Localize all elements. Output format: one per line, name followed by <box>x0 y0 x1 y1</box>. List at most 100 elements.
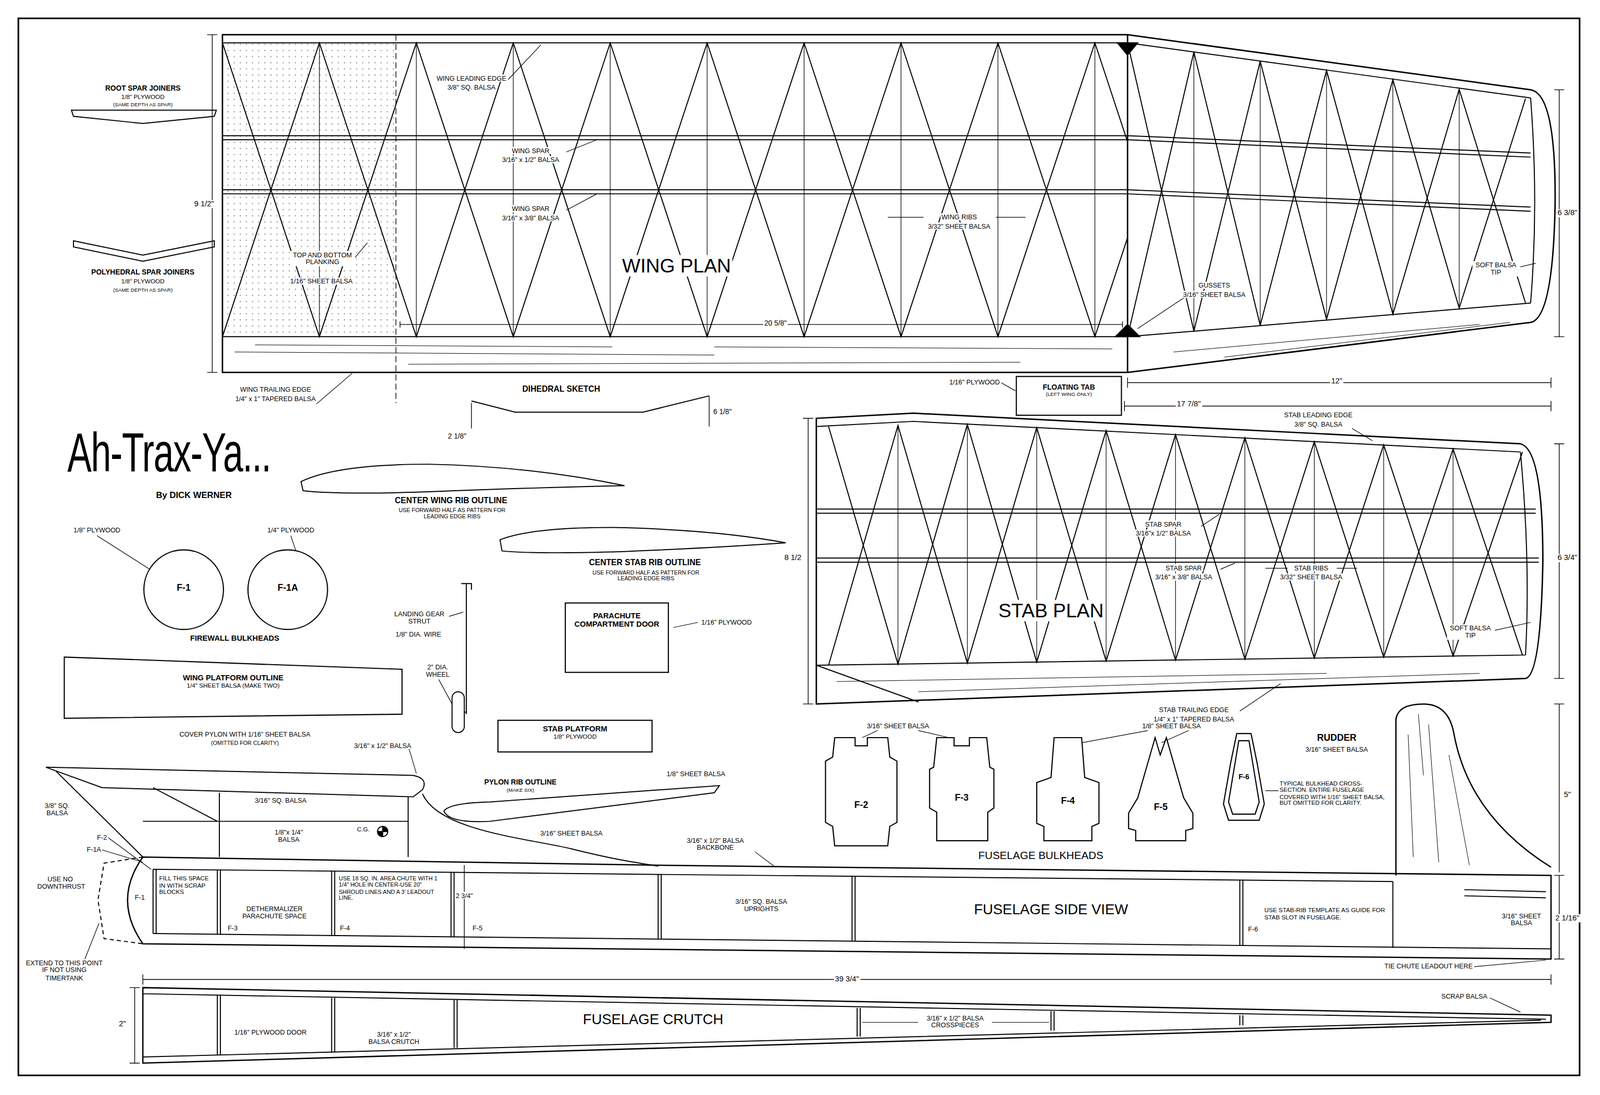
drawing-label: FUSELAGE BULKHEADS <box>977 849 1105 862</box>
drawing-label: F-5 <box>471 924 484 932</box>
stab-plan <box>816 413 1543 704</box>
plan-title: Ah-Trax-Ya... <box>67 424 271 480</box>
drawing-label: 1/16" PLYWOOD DOOR <box>233 1028 308 1036</box>
part-outline <box>928 736 995 842</box>
drawing-label: DETHERMALIZER PARACHUTE SPACE <box>234 904 314 920</box>
drawing-label: 3/16" x 1/2" BALSA <box>353 741 413 750</box>
drawing-label: F-1 <box>133 894 146 902</box>
dimension-line <box>400 321 1123 328</box>
dihedral-sketch <box>471 395 710 413</box>
drawing-label: 9 1/2" <box>193 200 216 209</box>
drawing-label: STAB LEADING EDGE <box>1283 411 1354 419</box>
bulkhead-part: F-5 <box>1127 736 1194 842</box>
rib-outline <box>500 527 786 554</box>
part-note: 1/8" PLYWOOD <box>500 734 651 741</box>
wing-plan <box>222 34 1556 404</box>
drawing-label: PYLON RIB OUTLINE <box>483 778 558 787</box>
rib-outline <box>443 785 720 822</box>
wing-plan <box>222 42 1128 337</box>
drawing-label: STAB RIBS <box>1293 564 1330 572</box>
drawing-label: 3/16" SHEET BALSA <box>1499 912 1543 927</box>
firewall-part: F-1 <box>142 549 225 631</box>
drawing-label: WING PLAN <box>621 255 733 278</box>
rib-outline <box>301 464 786 822</box>
drawing-label: WING LEADING EDGE <box>435 74 508 82</box>
drawing-label: 2" DIA. WHEEL <box>420 663 456 678</box>
fuselage-side-view <box>45 767 425 798</box>
part-name: F-5 <box>1130 801 1192 813</box>
drawing-label: USE 18 SQ. IN. AREA CHUTE WITH 1 1/4" HO… <box>337 875 446 901</box>
wing-plan <box>222 42 1128 337</box>
bulkhead-part: F-3 <box>928 736 995 842</box>
drawing-label: 1/8" PLYWOOD <box>120 278 166 286</box>
part-outline <box>1128 737 1193 841</box>
drawing-label: 3/16" SQ. BALSA UPRIGHTS <box>724 898 799 913</box>
drawing-label: 3/8" SQ. BALSA <box>446 83 497 92</box>
part-outline <box>64 656 402 719</box>
drawing-label: USE NO DOWNTHRUST <box>36 875 85 890</box>
dimension-line <box>1554 703 1565 873</box>
drawing-label: 17 7/8" <box>1175 400 1202 409</box>
drawing-label: EXTEND TO THIS POINT IF NOT USING TIMERT… <box>22 959 107 982</box>
drawing-label: 3/16" SHEET BALSA <box>865 722 931 730</box>
drawing-label: 1/8" DIA. WIRE <box>394 630 442 638</box>
wing-plan <box>1127 42 1526 331</box>
fuselage-side-view <box>153 869 1552 950</box>
drawing-label: 39 3/4" <box>834 975 861 984</box>
part-text-group: FLOATING TAB(LEFT WING ONLY) <box>1015 383 1123 398</box>
wing-plan <box>234 344 1112 365</box>
part-outline <box>1035 736 1100 842</box>
drawing-label: 1/4" x 1" TAPERED BALSA <box>234 394 317 403</box>
part-outline <box>565 603 669 673</box>
part-outline <box>498 720 653 753</box>
drawing-label: FILL THIS SPACE IN WITH SCRAP BLOCKS <box>158 875 214 896</box>
drawing-label: 1/4" PLYWOOD <box>266 526 316 535</box>
drawing-label: POLYHEDRAL SPAR JOINERS <box>90 268 196 277</box>
drawing-label: STAB PLAN <box>997 600 1105 623</box>
part-note: 1/4" SHEET BALSA (MAKE TWO) <box>66 683 400 690</box>
fuselage-side-view <box>377 826 389 837</box>
drawing-label: TYPICAL BULKHEAD CROSS-SECTION. ENTIRE F… <box>1278 780 1388 808</box>
fuselage-side-view <box>45 703 1552 960</box>
dimension-line <box>1127 377 1552 389</box>
part-text-group: F-1 <box>142 582 225 593</box>
fuselage-crutch <box>142 994 1546 1058</box>
drawing-label: 6 3/4" <box>1556 553 1579 563</box>
drawing-label: 3/16" SHEET BALSA <box>1304 746 1370 754</box>
drawing-label: F-3 <box>226 924 239 932</box>
drawing-label: 2 3/4" <box>454 891 475 900</box>
drawing-label: 3/16" SQ. BALSA <box>253 797 308 805</box>
drawing-label: 2 1/16" <box>1554 914 1581 923</box>
drawing-label: F-6 <box>1247 925 1260 933</box>
drawing-label: (MAKE SIX) <box>505 787 536 794</box>
part-text-group: F-2 <box>824 800 899 811</box>
bulkhead-part: F-2 <box>824 736 899 848</box>
drawing-label: F-4 <box>338 924 351 932</box>
part-name: F-3 <box>931 792 992 804</box>
drawing-label: CENTER STAB RIB OUTLINE <box>587 559 702 569</box>
firewall-part: F-1A <box>246 549 329 631</box>
drawing-label: WING SPAR <box>511 146 551 155</box>
wing-plan <box>222 135 1128 194</box>
wing-plan <box>1115 42 1140 337</box>
drawing-label: DIHEDRAL SKETCH <box>521 385 602 395</box>
part-name: PARACHUTE COMPARTMENT DOOR <box>567 612 667 630</box>
part-name: WING PLATFORM OUTLINE <box>66 674 400 684</box>
plan-part: PARACHUTE COMPARTMENT DOOR <box>564 602 670 674</box>
fuselage-side-view <box>127 857 1552 960</box>
part-outline <box>1036 737 1099 841</box>
fuselage-side-view <box>422 794 659 867</box>
part-text-group: WING PLATFORM OUTLINE1/4" SHEET BALSA (M… <box>63 674 403 691</box>
drawing-label: 3/16" SHEET BALSA <box>1182 290 1247 299</box>
spar-joiner <box>73 240 215 262</box>
drawing-label: 2 1/8" <box>447 432 468 441</box>
drawing-label: 1/4" x 1" TAPERED BALSA <box>1152 715 1235 723</box>
bulkhead-part: F-4 <box>1035 736 1100 842</box>
drawing-label: 3/16" x 3/8" BALSA <box>1154 573 1213 581</box>
drawing-label: 3/16"x 1/2" BALSA <box>1134 529 1193 537</box>
drawing-label: STAB TRAILING EDGE <box>1158 705 1231 714</box>
sheet-border <box>18 18 1580 1076</box>
